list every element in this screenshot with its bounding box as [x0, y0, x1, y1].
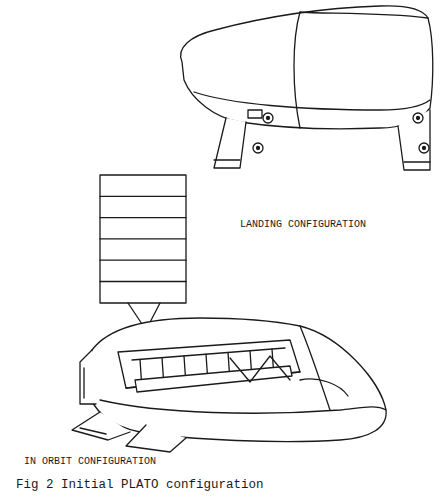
panel-division — [100, 260, 186, 261]
panel-division — [100, 281, 186, 282]
configuration-label: LANDING CONFIGURATION — [240, 219, 366, 231]
panel-division — [100, 196, 186, 197]
orbit-vehicle — [72, 175, 386, 452]
configuration-label: IN ORBIT CONFIGURATION — [24, 456, 156, 468]
panel-division — [100, 217, 186, 218]
figure-caption: Fig 2 Initial PLATO configuration — [16, 478, 264, 493]
landing-vehicle — [181, 6, 433, 170]
panel-division — [100, 238, 186, 239]
